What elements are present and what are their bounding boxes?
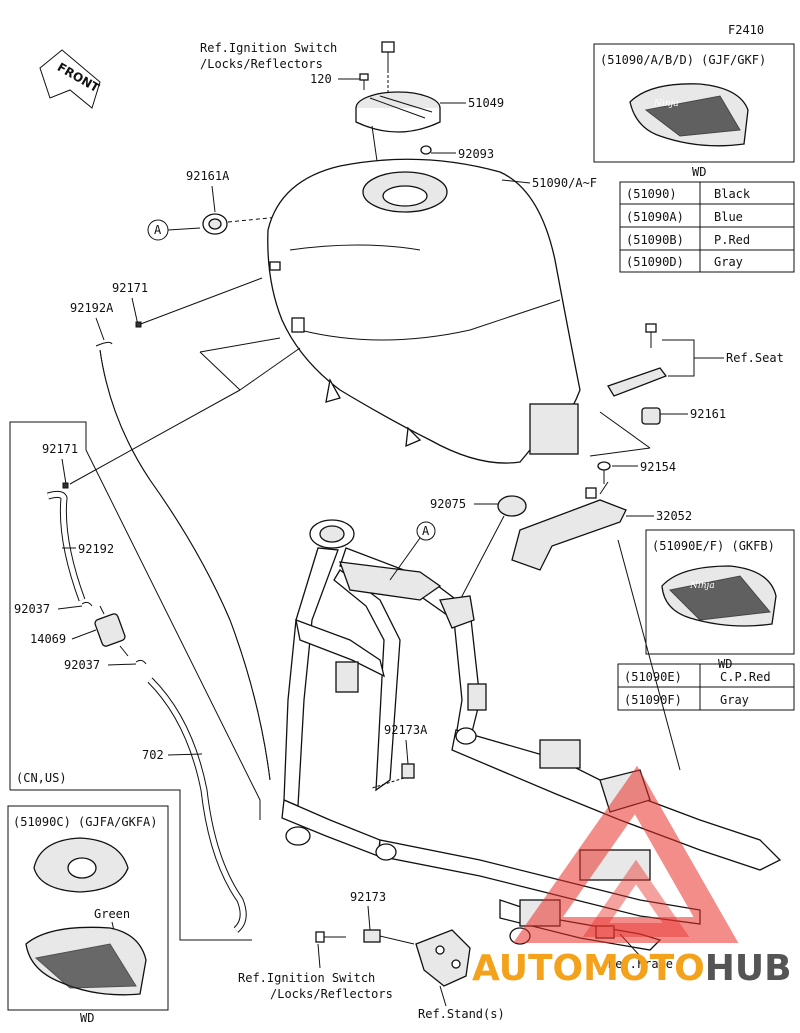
fuel-tank-icon	[267, 158, 581, 464]
circle-a-lower-label: A	[422, 524, 430, 538]
ref-ignition-top-line1: Ref.Ignition Switch	[200, 41, 337, 55]
inset-top-caption: WD	[692, 165, 706, 179]
color-mid-row-1-color: Gray	[720, 693, 749, 707]
hose-702-icon	[147, 677, 247, 933]
color-row-0-code: (51090)	[626, 187, 677, 201]
callout-92173A: 92173A	[384, 723, 428, 737]
callout-92171-upper: 92171	[112, 281, 148, 295]
callout-92037-upper: 92037	[14, 602, 50, 616]
clip-92171-upper-icon	[135, 321, 142, 328]
callout-92161A: 92161A	[186, 169, 230, 183]
inset-bottom-title: (51090C) (GJFA/GKFA)	[13, 815, 158, 829]
grommet-92161-icon	[641, 407, 661, 425]
clamp-92037-upper-icon	[81, 601, 93, 607]
callout-92037-lower: 92037	[64, 658, 100, 672]
callout-51049: 51049	[468, 96, 504, 110]
filter-14069-icon	[94, 605, 129, 657]
stand-bracket-icon	[415, 929, 471, 987]
callout-92161: 92161	[690, 407, 726, 421]
ref-stands-label: Ref.Stand(s)	[418, 1007, 505, 1021]
inset-bottom-color-label: Green	[94, 907, 130, 921]
front-arrow-icon: FRONT	[39, 49, 102, 109]
watermark-text: AUTOMOTOHUB	[472, 948, 792, 989]
color-table-top: (51090) Black (51090A) Blue (51090B) P.R…	[619, 181, 795, 273]
bolt-seat-icon	[645, 323, 657, 348]
seat-bracket-icon	[607, 367, 668, 397]
watermark-part1: AUTOMOTO	[472, 948, 705, 989]
tank-variant-gkfb-icon: Ninja	[661, 565, 777, 627]
circle-a-upper-label: A	[154, 223, 162, 237]
color-row-1-color: Blue	[714, 210, 743, 224]
bolt-top-icon	[381, 41, 395, 70]
callout-92173: 92173	[350, 890, 386, 904]
callout-32052: 32052	[656, 509, 692, 523]
color-row-0-color: Black	[714, 187, 751, 201]
watermark-triangle-icon	[513, 765, 739, 943]
diagram-code: F2410	[728, 23, 764, 37]
circle-a-lower	[416, 521, 436, 541]
bolt-bottom-icon	[315, 931, 346, 943]
callout-92075: 92075	[430, 497, 466, 511]
color-mid-row-0-code: (51090E)	[624, 670, 682, 684]
watermark-part2: HUB	[705, 948, 792, 989]
color-row-2-color: P.Red	[714, 233, 750, 247]
grommet-92161A-icon	[202, 213, 228, 235]
collar-92173A-icon	[401, 763, 415, 779]
damper-92075-icon	[497, 495, 527, 517]
callout-51090AF: 51090/A~F	[532, 176, 597, 190]
inset-mid: (51090E/F) (GKFB) Ninja WD	[645, 529, 795, 671]
inset-bottom: (51090C) (GJFA/GKFA) Green WD	[7, 805, 169, 1025]
callout-92154: 92154	[640, 460, 676, 474]
tank-variant-gjfa-top-icon	[33, 837, 129, 893]
color-row-3-code: (51090D)	[626, 255, 684, 269]
color-row-3-color: Gray	[714, 255, 743, 269]
svg-text:Ninja: Ninja	[653, 99, 679, 109]
bracket-32052-icon	[511, 487, 627, 571]
callout-92171-lower: 92171	[42, 442, 78, 456]
inset-top: (51090/A/B/D) (GJF/GKF) Ninja WD	[593, 43, 795, 179]
ref-ignition-bottom-line1: Ref.Ignition Switch	[238, 971, 375, 985]
callout-92192A: 92192A	[70, 301, 114, 315]
color-mid-row-1-code: (51090F)	[624, 693, 682, 707]
collar-92173-icon	[363, 929, 381, 943]
cn-us-label: (CN,US)	[16, 771, 67, 785]
callout-92192: 92192	[78, 542, 114, 556]
ref-seat-label: Ref.Seat	[726, 351, 784, 365]
fuel-cap-icon	[355, 91, 441, 133]
inset-mid-title: (51090E/F) (GKFB)	[652, 539, 775, 553]
color-mid-row-0-color: C.P.Red	[720, 670, 771, 684]
svg-text:Ninja: Ninja	[689, 581, 715, 591]
ref-ignition-bottom-line2: /Locks/Reflectors	[270, 987, 393, 1001]
hose-92192-icon	[47, 490, 86, 602]
color-table-mid: (51090E) C.P.Red (51090F) Gray	[617, 663, 795, 711]
washer-92093-icon	[420, 145, 432, 155]
callout-120: 120	[310, 72, 332, 86]
callout-14069: 14069	[30, 632, 66, 646]
inset-bottom-caption: WD	[80, 1011, 94, 1025]
tank-variant-gjf-icon: Ninja	[629, 83, 749, 147]
color-row-2-code: (51090B)	[626, 233, 684, 247]
inset-top-title: (51090/A/B/D) (GJF/GKF)	[600, 53, 766, 67]
hose-92192A-icon	[95, 341, 271, 781]
callout-702: 702	[142, 748, 164, 762]
color-row-1-code: (51090A)	[626, 210, 684, 224]
ref-ignition-top-line2: /Locks/Reflectors	[200, 57, 323, 71]
tank-variant-gjfa-side-icon	[25, 926, 147, 996]
bolt-92154-icon	[597, 461, 611, 484]
clamp-92037-lower-icon	[135, 659, 147, 665]
watermark: AUTOMOTOHUB	[472, 765, 792, 989]
ref-frame-label: Ref.Frame	[608, 957, 673, 971]
clip-92171-lower-icon	[62, 482, 69, 489]
callout-92093: 92093	[458, 147, 494, 161]
screw-120-icon	[359, 73, 369, 90]
